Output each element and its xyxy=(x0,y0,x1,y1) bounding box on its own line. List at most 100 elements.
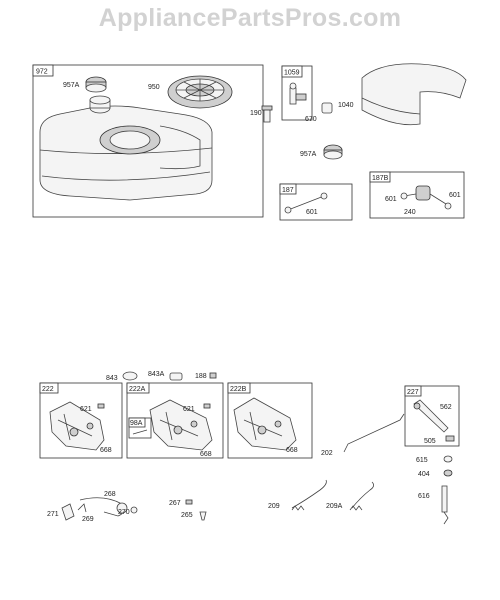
part-209a-label: 209A xyxy=(326,503,343,510)
part-670-label: 670 xyxy=(305,116,317,123)
tag-187b xyxy=(369,171,391,183)
group-1059: 1059 xyxy=(281,65,313,121)
part-1040-label: 1040 xyxy=(338,102,354,109)
part-188-label: 188 xyxy=(195,373,207,380)
group-187b: 187B 601 601 240 xyxy=(369,171,465,219)
fuel-valve-icon[interactable] xyxy=(289,82,307,105)
tag-222a-label: 222A xyxy=(129,386,146,393)
spring-icon[interactable] xyxy=(445,435,455,442)
part-267-icon[interactable] xyxy=(185,499,193,505)
part-621-b-label: 621 xyxy=(183,406,195,413)
box-972 xyxy=(32,64,264,218)
part-601-187b-left-label: 601 xyxy=(385,196,397,203)
box-187b xyxy=(369,171,465,219)
part-265-icon[interactable] xyxy=(199,511,207,521)
tag-222b xyxy=(227,382,251,394)
part-268-label: 268 xyxy=(104,491,116,498)
control-lever-icon[interactable] xyxy=(413,399,449,433)
tag-187-label: 187 xyxy=(282,187,294,194)
fuel-tank-icon[interactable] xyxy=(39,95,213,201)
tag-1059-label: 1059 xyxy=(284,70,300,77)
part-267-label: 267 xyxy=(169,500,181,507)
part-209-label: 209 xyxy=(268,503,280,510)
fuel-filter-icon[interactable] xyxy=(400,185,452,210)
group-187: 187 601 xyxy=(279,183,353,221)
watermark: AppliancePartsPros.com xyxy=(98,4,402,32)
part-269-label: 269 xyxy=(82,516,94,523)
part-269-icon[interactable] xyxy=(77,503,87,513)
part-957a-label: 957A xyxy=(63,82,80,89)
tag-187 xyxy=(279,183,297,195)
tag-98a xyxy=(128,417,146,428)
part-843a-label: 843A xyxy=(148,371,165,378)
part-190-label: 190 xyxy=(250,110,262,117)
choke-rod-icon[interactable] xyxy=(441,485,449,525)
group-972: 972 957A 950 xyxy=(32,64,264,218)
tag-222a xyxy=(126,382,150,394)
control-bracket-icon[interactable] xyxy=(49,401,105,451)
box-187 xyxy=(279,183,353,221)
group-222a: 222A 98A 621 668 xyxy=(126,382,224,459)
part-271-label: 271 xyxy=(47,511,59,518)
part-950-label: 950 xyxy=(148,84,160,91)
tag-187b-label: 187B xyxy=(372,175,389,182)
tag-972-label: 972 xyxy=(36,69,48,76)
clip-icon[interactable] xyxy=(203,403,211,409)
part-621-a-label: 621 xyxy=(80,406,92,413)
shroud-panel-icon[interactable] xyxy=(361,63,467,126)
group-222: 222 621 668 xyxy=(39,382,123,459)
governor-link-icon[interactable] xyxy=(343,413,405,453)
tag-222 xyxy=(39,382,59,394)
part-240-label: 240 xyxy=(404,209,416,216)
part-404-icon[interactable] xyxy=(443,469,453,477)
tag-227 xyxy=(404,385,422,397)
throttle-cable-icon[interactable] xyxy=(79,497,128,517)
part-271-icon[interactable] xyxy=(61,503,75,521)
part-404-label: 404 xyxy=(418,471,430,478)
part-265-label: 265 xyxy=(181,512,193,519)
governor-spring-icon[interactable] xyxy=(291,479,327,511)
tag-222b-label: 222B xyxy=(230,386,247,393)
part-270-label: 270 xyxy=(118,509,130,516)
part-616-label: 616 xyxy=(418,493,430,500)
part-615-icon[interactable] xyxy=(443,455,453,463)
part-615-label: 615 xyxy=(416,457,428,464)
part-957a-mid-label: 957A xyxy=(300,151,317,158)
box-222b xyxy=(227,382,313,459)
clip-icon[interactable] xyxy=(97,403,105,409)
tag-1059 xyxy=(281,65,303,78)
tag-972 xyxy=(32,64,54,77)
part-562-label: 562 xyxy=(440,404,452,411)
part-843a-icon[interactable] xyxy=(169,372,183,381)
part-601-187-label: 601 xyxy=(306,209,318,216)
tag-227-label: 227 xyxy=(407,389,419,396)
fuel-cap-icon[interactable] xyxy=(323,144,343,160)
fuel-cap-icon[interactable] xyxy=(85,76,107,93)
part-843-label: 843 xyxy=(106,375,118,382)
box-222a xyxy=(126,382,224,459)
control-bracket-icon[interactable] xyxy=(149,399,213,451)
part-668-a-label: 668 xyxy=(100,447,112,454)
fuel-line-icon[interactable] xyxy=(284,192,328,214)
control-bracket-icon[interactable] xyxy=(233,397,297,451)
part-202-label: 202 xyxy=(321,450,333,457)
spring-98a-icon[interactable] xyxy=(132,429,148,435)
governor-spring-a-icon[interactable] xyxy=(349,481,374,511)
box-227 xyxy=(404,385,460,447)
part-270-icon[interactable] xyxy=(130,506,138,514)
group-227: 227 562 505 xyxy=(404,385,460,447)
group-222b: 222B 668 xyxy=(227,382,313,459)
part-505-label: 505 xyxy=(424,438,436,445)
blower-shroud-icon[interactable] xyxy=(167,75,233,109)
part-188-icon[interactable] xyxy=(209,372,217,379)
part-668-c-label: 668 xyxy=(286,447,298,454)
part-601-187b-right-label: 601 xyxy=(449,192,461,199)
tag-98a-label: 98A xyxy=(130,420,143,427)
fitting-670-icon[interactable] xyxy=(321,102,333,114)
tag-222-label: 222 xyxy=(42,386,54,393)
part-668-b-label: 668 xyxy=(200,451,212,458)
part-843-icon[interactable] xyxy=(122,371,138,381)
box-222 xyxy=(39,382,123,459)
bolt-190-icon[interactable] xyxy=(261,105,273,123)
